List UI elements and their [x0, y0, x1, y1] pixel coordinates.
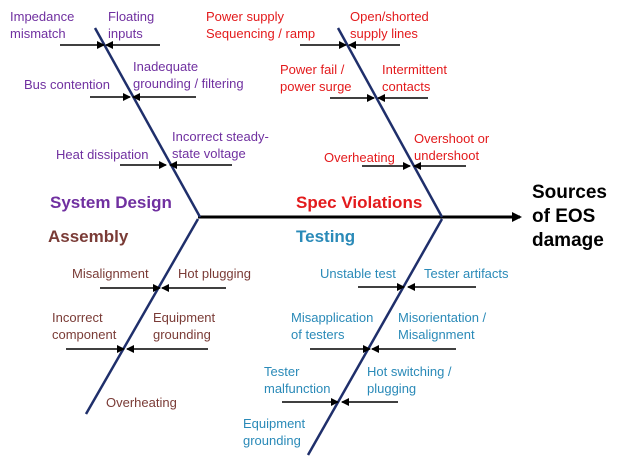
effect-line-1: Sources [532, 182, 607, 203]
cause-intermittent-contacts: Intermittent contacts [382, 62, 448, 94]
cause-power-fail-surge: Power fail / power surge [280, 62, 352, 94]
cause-bus-contention: Bus contention [24, 77, 111, 92]
cause-misapplication-of-testers: Misapplication of testers [291, 310, 374, 342]
cause-inadequate-grounding: Inadequate grounding / filtering [133, 59, 244, 91]
category-testing: Testing [296, 227, 356, 246]
cause-open-shorted-supply-lines: Open/shorted supply lines [350, 9, 429, 41]
cause-impedance-mismatch: Impedance mismatch [10, 9, 75, 41]
cause-power-supply-sequencing: Power supply Sequencing / ramp [206, 9, 316, 41]
bone-assembly [84, 218, 200, 415]
cause-unstable-test: Unstable test [320, 266, 396, 281]
category-spec-violations: Spec Violations [296, 193, 423, 212]
cause-misorientation-misalignment: Misorientation / Misalignment [398, 310, 487, 342]
bone-testing [306, 218, 444, 456]
cause-equipment-grounding-testing: Equipment grounding [243, 416, 306, 448]
cause-overheating-assembly: Overheating [106, 395, 177, 410]
cause-misalignment-assembly: Misalignment [72, 266, 149, 281]
cause-hot-switching-plugging: Hot switching / plugging [367, 364, 452, 396]
cause-equipment-grounding-assembly: Equipment grounding [153, 310, 216, 342]
cause-overshoot-undershoot: Overshoot or undershoot [414, 131, 490, 163]
cause-hot-plugging: Hot plugging [178, 266, 251, 281]
bone-system-design [93, 27, 202, 218]
cause-overheating-spec: Overheating [324, 150, 395, 165]
cause-floating-inputs: Floating inputs [108, 9, 155, 41]
bone-spec-violations [336, 27, 444, 218]
category-assembly: Assembly [48, 227, 129, 246]
cause-tester-malfunction: Tester malfunction [264, 364, 331, 396]
cause-tester-artifacts: Tester artifacts [424, 266, 509, 281]
cause-heat-dissipation: Heat dissipation [56, 147, 149, 162]
cause-incorrect-steady-state-voltage: Incorrect steady- state voltage [172, 129, 269, 161]
effect-label: Sources of EOS damage [532, 181, 607, 253]
category-system-design: System Design [50, 193, 172, 212]
effect-line-3: damage [532, 230, 604, 251]
cause-incorrect-component: Incorrect component [52, 310, 117, 342]
effect-line-2: of EOS [532, 206, 596, 227]
